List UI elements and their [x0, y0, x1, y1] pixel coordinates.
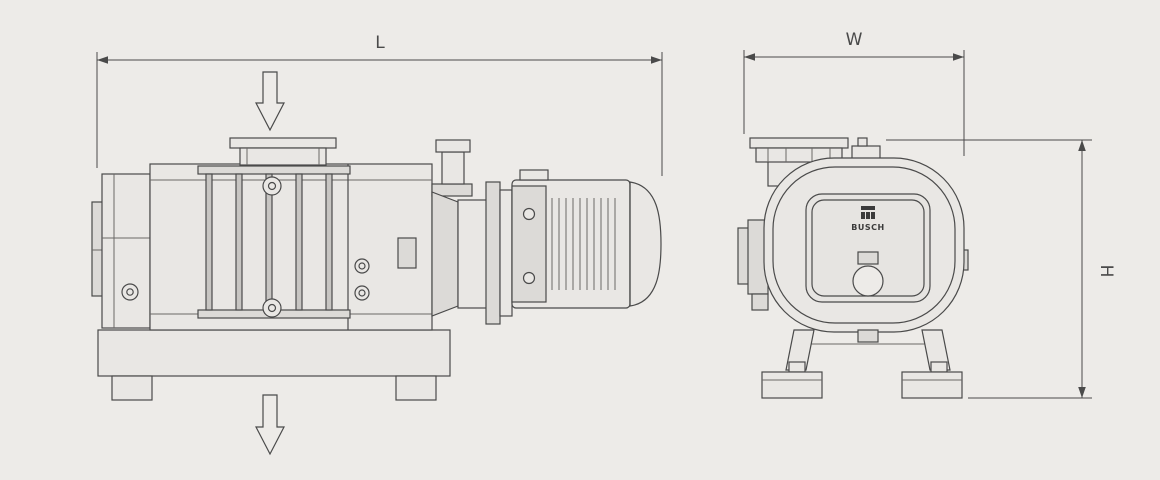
- dimension-width: W: [743, 30, 965, 156]
- motor-lifting-lug: [519, 169, 549, 181]
- side-bracket: [737, 219, 769, 311]
- flow-arrows: [255, 71, 285, 456]
- inlet-flange: [229, 137, 337, 166]
- motor: [511, 169, 662, 309]
- support-leg: [921, 329, 951, 371]
- brand-mark-icon: [861, 206, 875, 219]
- pump-housing: [149, 163, 433, 331]
- mounting-foot: [111, 375, 153, 401]
- housing-detail: [397, 237, 417, 269]
- arrowhead-icon: [953, 53, 964, 61]
- cooling-ribs: [197, 165, 351, 319]
- dimension-height: H: [886, 139, 1116, 399]
- foot-pad: [901, 371, 963, 399]
- brand-text: BUSCH: [851, 223, 884, 232]
- front-housing-ring: [772, 166, 956, 324]
- dimension-length: L: [96, 33, 663, 176]
- dimension-height-label: H: [1096, 265, 1116, 278]
- foot-bolt-icon: [788, 361, 806, 373]
- motor-flange: [485, 181, 501, 325]
- arrowhead-icon: [97, 56, 108, 64]
- pump-side-view: [91, 137, 662, 401]
- arrowhead-icon: [651, 56, 662, 64]
- mounting-foot: [395, 375, 437, 401]
- foot-pad: [761, 371, 823, 399]
- pump-front-view: BUSCH: [737, 137, 969, 399]
- arrowhead-icon: [1078, 387, 1086, 398]
- flow-direction-arrow-bottom-icon: [255, 394, 285, 456]
- plate-detail: [857, 251, 879, 265]
- foot-bolt-icon: [930, 361, 948, 373]
- arrowhead-icon: [1078, 140, 1086, 151]
- plug-bolt-icon: [857, 137, 868, 147]
- base-plate: [97, 329, 451, 377]
- motor-end-cap: [629, 181, 662, 307]
- motor-fins: [551, 198, 616, 290]
- drain-plug: [857, 329, 879, 343]
- flow-direction-arrow-top-icon: [255, 71, 285, 132]
- support-leg: [785, 329, 815, 371]
- coupling-housing: [431, 181, 513, 325]
- bolt-icon: [522, 207, 536, 221]
- dimension-width-label: W: [846, 30, 863, 50]
- dimension-length-label: L: [375, 33, 385, 53]
- motor-front-housing: [511, 185, 547, 303]
- end-cover: [101, 173, 151, 329]
- relief-valve: [431, 139, 473, 197]
- bolt-icon: [522, 271, 536, 285]
- arrowhead-icon: [744, 53, 755, 61]
- brand-plate: BUSCH: [805, 193, 931, 303]
- sight-glass: [852, 265, 884, 297]
